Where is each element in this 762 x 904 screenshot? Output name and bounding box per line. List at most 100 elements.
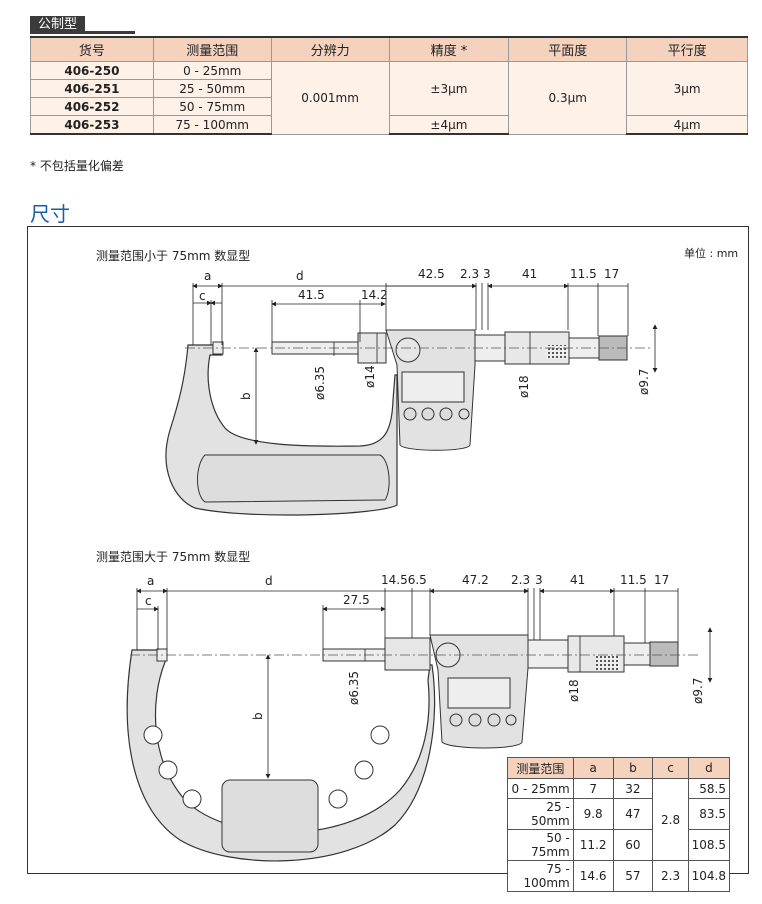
dim-3: 3 xyxy=(535,573,543,587)
resolution-cell: 0.001mm xyxy=(270,61,390,135)
c-cell: 2.3 xyxy=(652,860,689,892)
sleeve xyxy=(527,639,569,669)
a-cell: 7 xyxy=(572,778,614,799)
dim-11-5: 11.5 xyxy=(570,267,597,281)
parallelism-cell: 3μm xyxy=(626,61,748,116)
dim-14-2: 14.2 xyxy=(361,288,388,302)
range-cell: 0 - 25mm xyxy=(152,61,272,80)
diagram2-subtitle: 测量范围大于 75mm 数显型 xyxy=(96,550,251,564)
spindle-sleeve xyxy=(357,332,387,364)
dim-header-b: b xyxy=(612,757,654,779)
button xyxy=(487,713,501,727)
dim-d: d xyxy=(265,574,273,588)
dim-27-5: 27.5 xyxy=(343,593,370,607)
b-cell: 60 xyxy=(612,829,654,861)
dim-phi9-7: ø9.7 xyxy=(637,369,651,395)
dim-phi9-7: ø9.7 xyxy=(691,678,705,704)
dim-2-3: 2.3 xyxy=(460,267,479,281)
range-cell: 50 - 75mm xyxy=(152,97,272,116)
dim-3: 3 xyxy=(483,267,491,281)
dim-header-d: d xyxy=(687,757,731,779)
a-cell: 9.8 xyxy=(572,798,614,830)
spec-header-accuracy: 精度 * xyxy=(388,36,510,62)
thimble-knurl xyxy=(596,656,620,670)
dim-header-range: 测量范围 xyxy=(507,757,574,779)
dim-d: d xyxy=(296,269,304,283)
button xyxy=(421,407,435,421)
d-cell: 83.5 xyxy=(687,798,731,830)
d-cell: 108.5 xyxy=(687,829,731,861)
spec-header-code: 货号 xyxy=(30,36,154,62)
frame-hole xyxy=(143,725,163,745)
table-row: 50 - 75mm 11.2 60 108.5 xyxy=(507,829,731,861)
spec-header-parallelism: 平行度 xyxy=(626,36,748,62)
table-row: 75 - 100mm 14.6 57 2.3 104.8 xyxy=(507,860,731,892)
dim-a: a xyxy=(204,269,211,283)
dim-phi6-35: ø6.35 xyxy=(347,671,361,705)
dim-14-5-6-5: 14.56.5 xyxy=(381,573,427,587)
table-row: 406-253 75 - 100mm ±4μm 4μm xyxy=(30,115,748,135)
accuracy-cell: ±4μm xyxy=(388,115,510,135)
dim-2-3: 2.3 xyxy=(511,573,530,587)
parallelism-cell: 4μm xyxy=(626,115,748,135)
frame-hole xyxy=(182,789,202,809)
dim-42-5: 42.5 xyxy=(418,267,445,281)
dim-b: b xyxy=(251,712,265,720)
dimension-table: 测量范围 a b c d 0 - 25mm 7 32 2.8 58.5 25 -… xyxy=(507,757,731,892)
frame-hole xyxy=(328,789,348,809)
section-title: 尺寸 xyxy=(30,202,70,226)
dim-a: a xyxy=(147,574,154,588)
thimble-knurl xyxy=(546,345,568,359)
lcd-display xyxy=(401,371,465,403)
dim-c: c xyxy=(199,289,206,303)
dim-phi6-35: ø6.35 xyxy=(313,366,327,400)
spindle-sleeve xyxy=(384,637,431,671)
table-row: 0 - 25mm 7 32 2.8 58.5 xyxy=(507,778,731,861)
range-cell: 0 - 25mm xyxy=(507,778,574,799)
c-cell: 2.8 xyxy=(652,778,689,861)
ratchet-neck xyxy=(623,642,651,666)
range-cell: 25 - 50mm xyxy=(507,798,574,830)
dim-header-a: a xyxy=(572,757,614,779)
diagram1-subtitle: 测量范围小于 75mm 数显型 xyxy=(96,249,251,263)
lock-lever xyxy=(395,337,421,363)
micrometer-large-drawing: a c d 14.56.5 47.2 2.3 3 41 11.5 17 27.5… xyxy=(126,573,713,862)
ratchet xyxy=(649,641,679,667)
dim-17: 17 xyxy=(604,267,619,281)
lcd-display xyxy=(447,677,511,709)
dim-11-5: 11.5 xyxy=(620,573,647,587)
micrometer-small-drawing: a c d 42.5 2.3 3 41 11.5 17 41.5 14.2 b … xyxy=(165,267,658,516)
a-cell: 11.2 xyxy=(572,829,614,861)
section-tag-label: 公制型 xyxy=(30,16,86,34)
flatness-cell: 0.3μm xyxy=(508,61,628,135)
dim-17: 17 xyxy=(654,573,669,587)
footnote: * 不包括量化偏差 xyxy=(30,159,124,173)
dim-phi18: ø18 xyxy=(517,375,531,398)
section-tag-underline xyxy=(85,31,136,34)
range-cell: 75 - 100mm xyxy=(152,115,272,135)
frame-grip xyxy=(221,779,319,853)
part-code: 406-252 xyxy=(30,97,154,116)
dim-header-row: 测量范围 a b c d xyxy=(507,757,731,779)
d-cell: 104.8 xyxy=(687,860,731,892)
table-row: 25 - 50mm 9.8 47 83.5 xyxy=(507,798,731,830)
b-cell: 47 xyxy=(612,798,654,830)
dim-41: 41 xyxy=(522,267,537,281)
button xyxy=(468,713,482,727)
diagram-frame xyxy=(27,226,749,874)
spec-table: 货号 测量范围 分辨力 精度 * 平面度 平行度 406-250 0 - 25m… xyxy=(30,36,748,135)
d-cell: 58.5 xyxy=(687,778,731,799)
button xyxy=(403,407,417,421)
dim-phi18: ø18 xyxy=(567,679,581,702)
dim-header-c: c xyxy=(652,757,689,779)
b-cell: 32 xyxy=(612,778,654,799)
range-cell: 50 - 75mm xyxy=(507,829,574,861)
dim-c: c xyxy=(145,594,152,608)
frame-grip xyxy=(197,454,390,503)
table-row: 406-252 50 - 75mm xyxy=(30,97,748,116)
dim-b: b xyxy=(239,392,253,400)
dim-47-2: 47.2 xyxy=(462,573,489,587)
dim-phi14: ø14 xyxy=(363,365,377,388)
b-cell: 57 xyxy=(612,860,654,892)
